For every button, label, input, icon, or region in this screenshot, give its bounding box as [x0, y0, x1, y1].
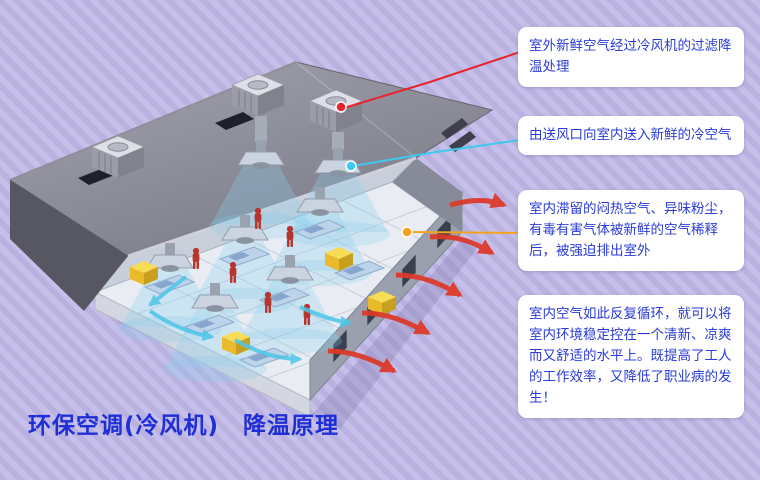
rooftop-cooler-units	[91, 73, 363, 179]
callout-exhaust-air-text: 室内滞留的闷热空气、异味粉尘，有毒有害气体被新鲜的空气稀释后，被强迫排出室外	[529, 201, 732, 259]
callout-circulation-text: 室内空气如此反复循环，就可以将室内环境稳定控在一个清新、凉爽而又舒适的水平上。既…	[529, 306, 732, 406]
gable-vent	[441, 118, 468, 139]
page-title: 环保空调(冷风机) 降温原理	[28, 413, 340, 439]
building-shadow	[97, 239, 478, 429]
supply-duct	[255, 116, 267, 142]
cool-air-arrows	[148, 275, 353, 365]
far-end-wall	[392, 158, 462, 232]
callout-supply-air-text: 由送风口向室内送入新鲜的冷空气	[529, 127, 732, 143]
supply-duct	[332, 132, 344, 150]
callout-exhaust-air: 室内滞留的闷热空气、异味粉尘，有毒有害气体被新鲜的空气稀释后，被强迫排出室外	[518, 190, 744, 271]
left-outer-wall	[10, 180, 128, 311]
callout-supply-air: 由送风口向室内送入新鲜的冷空气	[518, 116, 744, 155]
building-illustration	[8, 61, 507, 429]
callout-outdoor-air-text: 室外新鲜空气经过冷风机的过滤降温处理	[529, 38, 732, 75]
exhaust-air-arrows	[327, 193, 507, 374]
callout-circulation: 室内空气如此反复循环，就可以将室内环境稳定控在一个清新、凉爽而又舒适的水平上。既…	[518, 295, 744, 418]
exhaust-window	[402, 254, 416, 288]
callout-outdoor-air: 室外新鲜空气经过冷风机的过滤降温处理	[518, 27, 744, 87]
exhaust-window	[333, 329, 347, 363]
roof-grille	[215, 112, 254, 130]
